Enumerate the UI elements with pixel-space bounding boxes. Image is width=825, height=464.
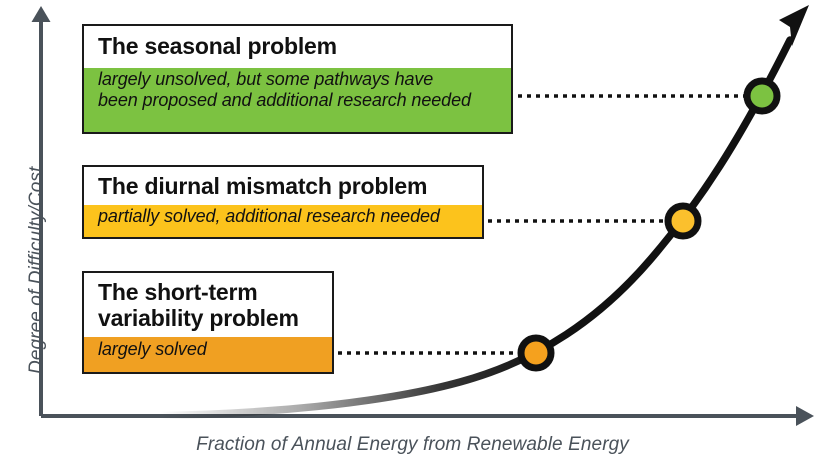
- y-axis-label: Degree of Difficulty/Cost: [26, 166, 47, 374]
- callout-seasonal-problem[interactable]: The seasonal problem largely unsolved, b…: [82, 24, 513, 134]
- callout-short-term-variability-problem[interactable]: The short-term variability problem large…: [82, 271, 334, 374]
- callout-seasonal-band: [84, 68, 511, 132]
- trend-curve: [156, 5, 809, 420]
- callout-diurnal-mismatch-problem[interactable]: The diurnal mismatch problem partially s…: [82, 165, 484, 239]
- callout-diurnal-status: partially solved, additional research ne…: [98, 205, 440, 226]
- data-point-diurnal[interactable]: [664, 202, 702, 240]
- data-point-shortterm[interactable]: [517, 334, 555, 372]
- callout-diurnal-band: [84, 205, 482, 237]
- callout-seasonal-status: largely unsolved, but some pathways have…: [84, 60, 511, 111]
- callout-shortterm-title: The short-term variability problem: [84, 273, 332, 332]
- callout-shortterm-title-line1: The short-term: [98, 279, 258, 305]
- y-axis: [31, 6, 51, 416]
- callout-diurnal-title: The diurnal mismatch problem: [98, 173, 428, 199]
- data-point-seasonal[interactable]: [743, 77, 781, 115]
- x-axis-label: Fraction of Annual Energy from Renewable…: [196, 434, 629, 455]
- callout-seasonal-status-line1: largely unsolved, but some pathways have: [98, 68, 434, 89]
- callout-shortterm-title-line2: variability problem: [98, 304, 299, 331]
- callout-seasonal-title: The seasonal problem: [98, 33, 337, 59]
- callout-shortterm-status: largely solved: [98, 338, 207, 359]
- callout-shortterm-band: [84, 337, 332, 372]
- callout-seasonal-status-line2: been proposed and additional research ne…: [98, 89, 471, 110]
